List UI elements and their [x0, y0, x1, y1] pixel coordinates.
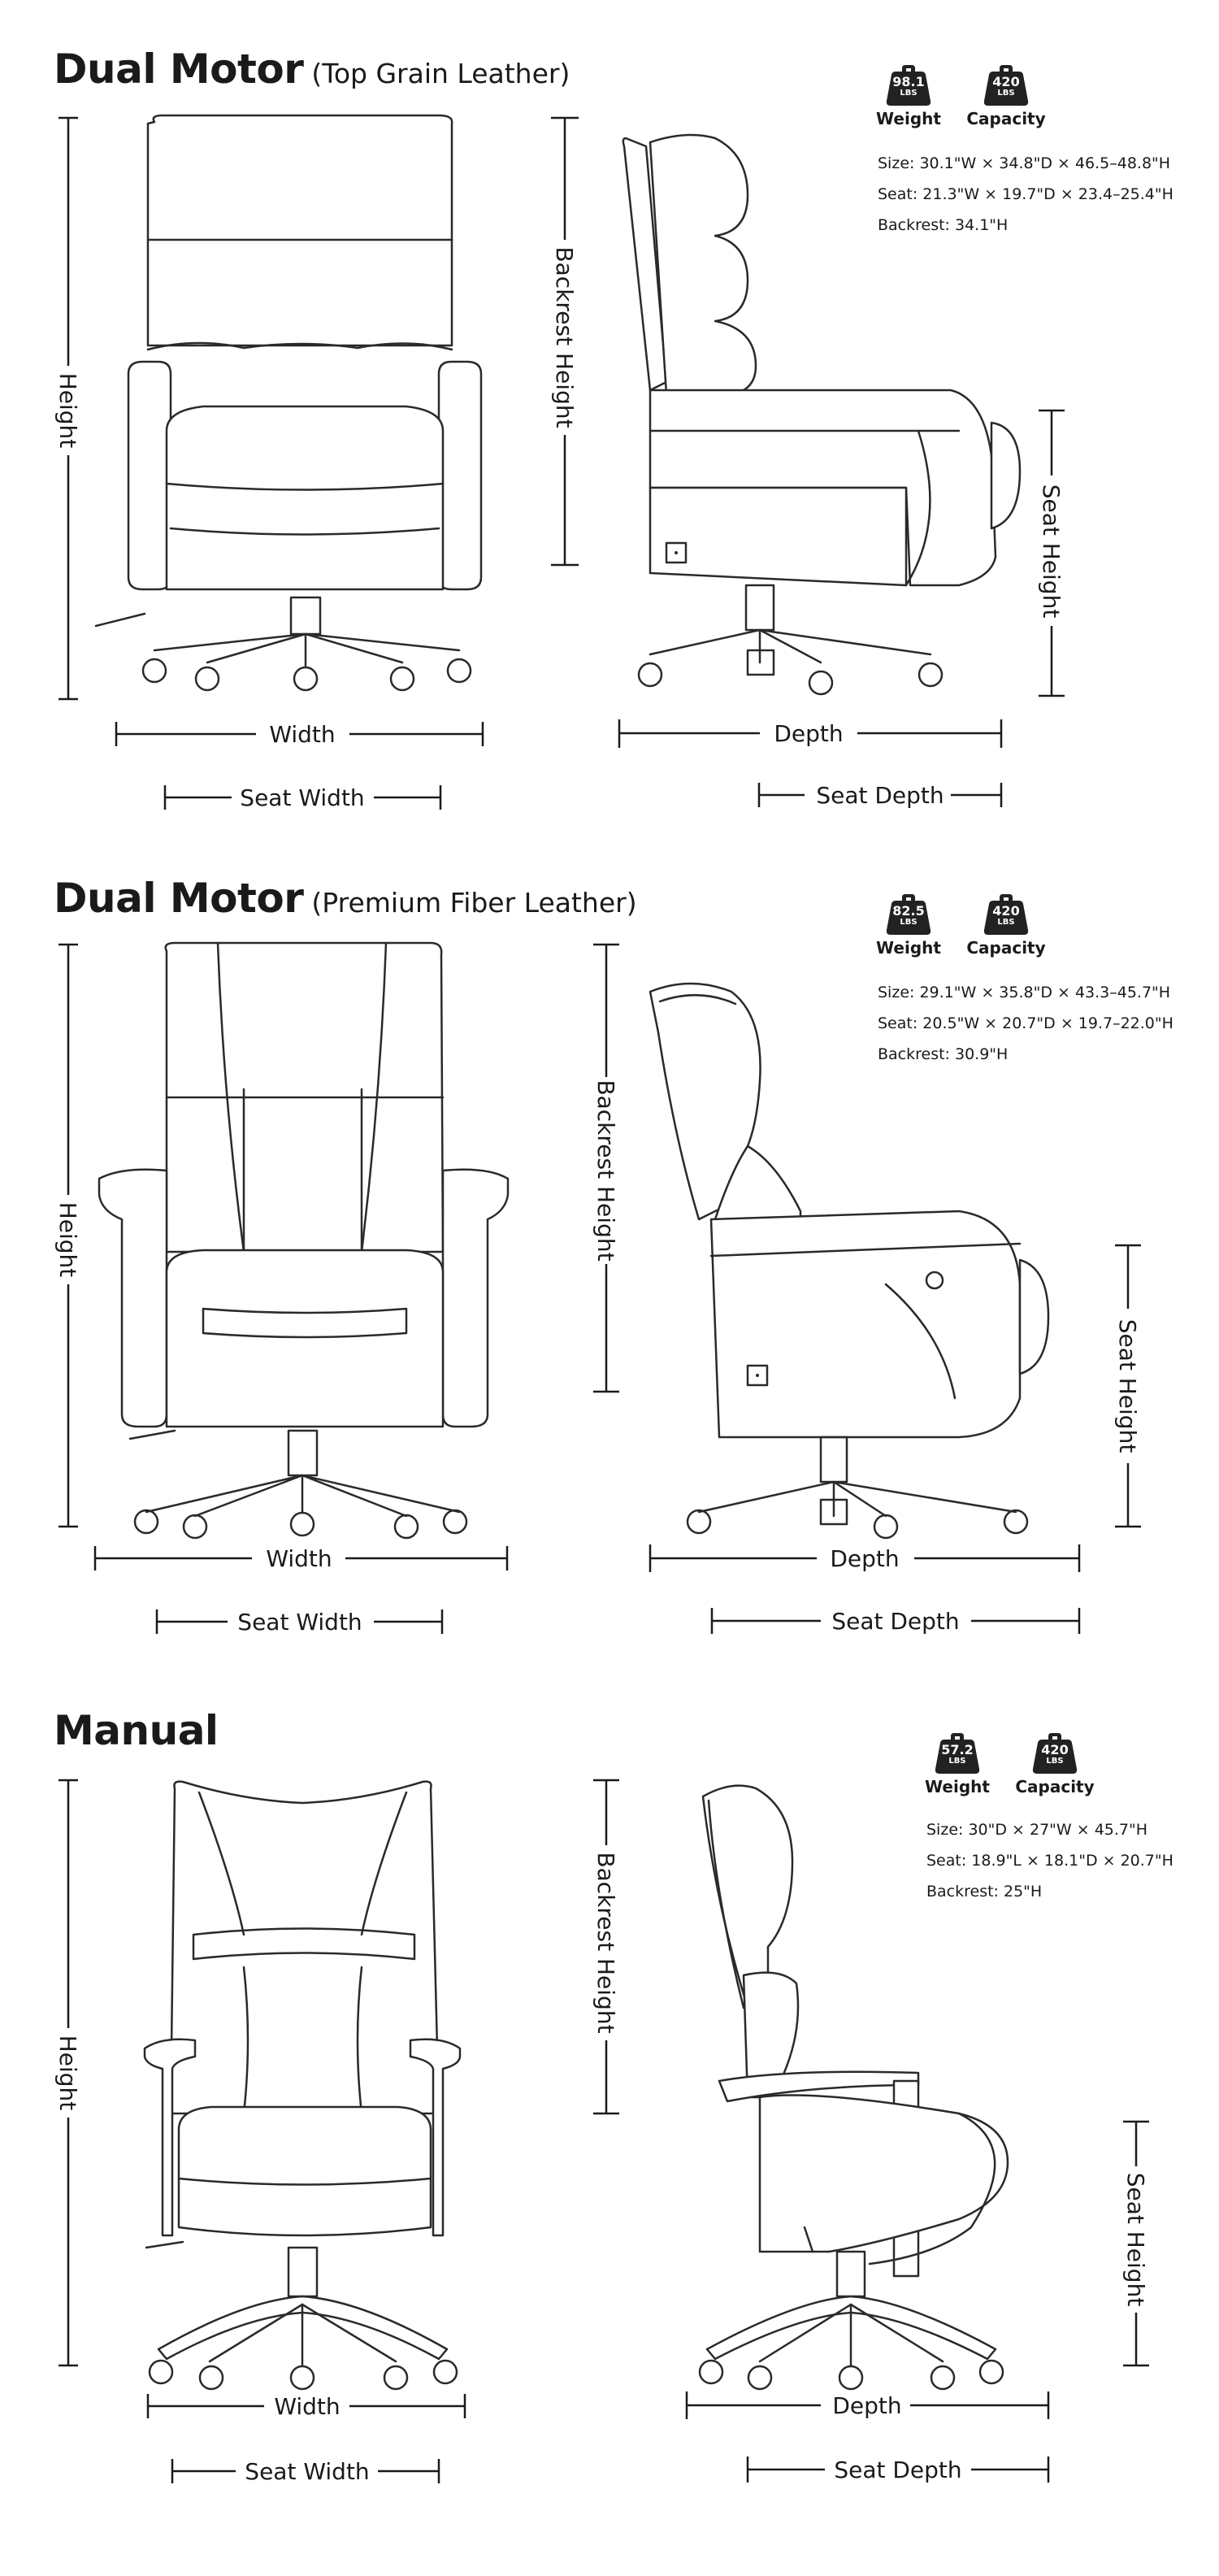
title-main: Dual Motor	[54, 875, 304, 922]
spec-badges: 82.5 LBS Weight 420 LBS Capacity	[871, 894, 1046, 958]
weight-unit: LBS	[900, 918, 918, 927]
dimension-lines: Height Width Seat Width Backrest Height …	[54, 1779, 1149, 2485]
spec-size: Size: 30.1"W × 34.8"D × 46.5–48.8"H	[878, 154, 1171, 172]
spec-backrest: Backrest: 30.9"H	[878, 1045, 1009, 1063]
weight-unit: LBS	[900, 89, 918, 98]
width-dim-label: Width	[269, 721, 335, 748]
backrest-height-dim-label: Backrest Height	[592, 1079, 619, 1261]
height-dim-label: Height	[54, 373, 81, 449]
capacity-icon: 420 LBS	[983, 894, 1029, 935]
weight-icon: 57.2 LBS	[935, 1733, 980, 1774]
section-manual: Manual 57.2 LBS Weight 420 LBS Capacity …	[0, 1658, 1219, 2496]
seat-depth-dim-label: Seat Depth	[834, 2457, 961, 2483]
capacity-unit: LBS	[997, 89, 1015, 98]
capacity-badge: 420 LBS Capacity	[1015, 1733, 1095, 1796]
weight-icon: 98.1 LBS	[886, 65, 931, 106]
spec-backrest: Backrest: 25"H	[926, 1883, 1043, 1901]
side-view-chair	[698, 1784, 1009, 2391]
weight-badge: 98.1 LBS Weight	[871, 65, 946, 128]
weight-icon: 82.5 LBS	[886, 894, 931, 935]
height-dim-label: Height	[54, 2035, 81, 2111]
backrest-height-dim-label: Backrest Height	[551, 246, 578, 428]
capacity-unit: LBS	[997, 918, 1015, 927]
capacity-label: Capacity	[966, 938, 1046, 958]
title-main: Manual	[54, 1707, 219, 1754]
capacity-value: 420	[992, 903, 1020, 919]
capacity-label: Capacity	[966, 109, 1046, 128]
section-dual-motor-top-grain: Dual Motor(Top Grain Leather) 98.1 LBS W…	[0, 0, 1219, 837]
capacity-badge: 420 LBS Capacity	[966, 65, 1046, 128]
front-view-chair	[98, 941, 510, 1540]
seat-width-dim-label: Seat Width	[237, 1609, 362, 1636]
weight-value: 57.2	[941, 1742, 974, 1757]
side-view-chair	[622, 133, 1022, 696]
height-dim-label: Height	[54, 1202, 81, 1278]
spec-list: Size: 29.1"W × 35.8"D × 43.3–45.7"H Seat…	[878, 977, 1173, 1070]
spec-seat: Seat: 20.5"W × 20.7"D × 19.7–22.0"H	[878, 1014, 1173, 1032]
seat-width-dim-label: Seat Width	[240, 784, 364, 811]
seat-height-dim-label: Seat Height	[1038, 484, 1065, 619]
front-view-chair	[94, 114, 483, 692]
chair-diagram: Height Width Seat Width Backrest Height …	[54, 941, 1141, 1636]
seat-width-dim-label: Seat Width	[245, 2458, 369, 2485]
spec-seat: Seat: 18.9"L × 18.1"D × 20.7"H	[926, 1852, 1173, 1870]
weight-label: Weight	[876, 938, 941, 958]
spec-backrest: Backrest: 34.1"H	[878, 216, 1009, 234]
section-title: Manual	[54, 1707, 227, 1754]
title-main: Dual Motor	[54, 46, 304, 93]
weight-value: 82.5	[892, 903, 925, 919]
title-sub: (Top Grain Leather)	[311, 58, 570, 89]
capacity-icon: 420 LBS	[1032, 1733, 1078, 1774]
capacity-icon: 420 LBS	[983, 65, 1029, 106]
side-view-chair	[649, 982, 1050, 1540]
spec-size: Size: 30"D × 27"W × 45.7"H	[926, 1821, 1148, 1839]
front-view-chair	[143, 1780, 462, 2391]
title-sub: (Premium Fiber Leather)	[311, 887, 637, 919]
weight-label: Weight	[925, 1777, 990, 1796]
spec-list: Size: 30.1"W × 34.8"D × 46.5–48.8"H Seat…	[878, 148, 1173, 241]
weight-badge: 82.5 LBS Weight	[871, 894, 946, 958]
depth-dim-label: Depth	[830, 1545, 899, 1572]
chair-diagram: Height Width Seat Width Backrest Height …	[54, 114, 1065, 811]
weight-unit: LBS	[948, 1757, 966, 1766]
section-dual-motor-premium-fiber: Dual Motor(Premium Fiber Leather) 82.5 L…	[0, 829, 1219, 1666]
capacity-label: Capacity	[1015, 1777, 1095, 1796]
seat-height-dim-label: Seat Height	[1122, 2173, 1149, 2307]
width-dim-label: Width	[274, 2393, 340, 2420]
dimension-lines: Height Width Seat Width Backrest Height …	[54, 116, 1065, 811]
chair-diagram: Height Width Seat Width Backrest Height …	[54, 1779, 1149, 2485]
capacity-value: 420	[1041, 1742, 1069, 1757]
spec-seat: Seat: 21.3"W × 19.7"D × 23.4–25.4"H	[878, 185, 1173, 203]
seat-height-dim-label: Seat Height	[1114, 1319, 1141, 1453]
section-title: Dual Motor(Premium Fiber Leather)	[54, 875, 637, 922]
capacity-value: 420	[992, 74, 1020, 89]
dimension-lines: Height Width Seat Width Backrest Height …	[54, 943, 1141, 1636]
weight-badge: 57.2 LBS Weight	[920, 1733, 995, 1796]
capacity-unit: LBS	[1046, 1757, 1064, 1766]
weight-value: 98.1	[892, 74, 925, 89]
section-title: Dual Motor(Top Grain Leather)	[54, 46, 570, 93]
capacity-badge: 420 LBS Capacity	[966, 894, 1046, 958]
seat-depth-dim-label: Seat Depth	[831, 1608, 959, 1635]
spec-list: Size: 30"D × 27"W × 45.7"H Seat: 18.9"L …	[926, 1814, 1173, 1907]
weight-label: Weight	[876, 109, 941, 128]
width-dim-label: Width	[266, 1545, 332, 1572]
spec-size: Size: 29.1"W × 35.8"D × 43.3–45.7"H	[878, 984, 1171, 1001]
spec-badges: 98.1 LBS Weight 420 LBS Capacity	[871, 65, 1046, 128]
seat-depth-dim-label: Seat Depth	[816, 782, 944, 809]
spec-badges: 57.2 LBS Weight 420 LBS Capacity	[920, 1733, 1095, 1796]
backrest-height-dim-label: Backrest Height	[592, 1852, 619, 2033]
depth-dim-label: Depth	[832, 2392, 901, 2419]
depth-dim-label: Depth	[774, 720, 843, 747]
